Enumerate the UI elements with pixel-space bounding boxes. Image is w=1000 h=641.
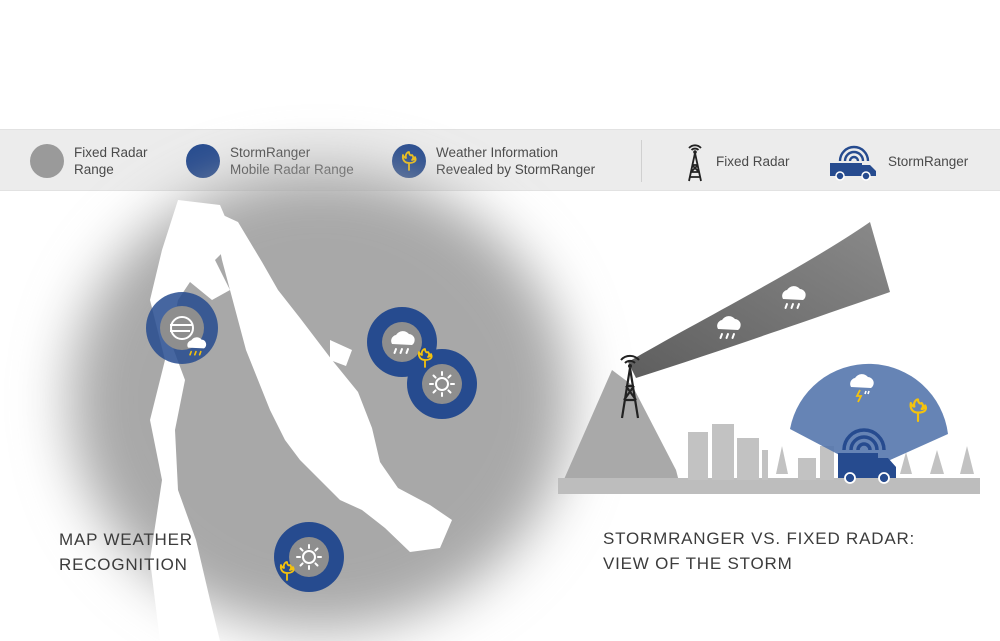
fixed-radar-range-icon xyxy=(30,144,64,178)
comparison-panel xyxy=(558,222,980,494)
wind-icon xyxy=(170,316,194,340)
legend-fixed-radar-label: Fixed Radar xyxy=(716,153,790,169)
legend-revealed-info: Weather Information Revealed by StormRan… xyxy=(392,130,595,192)
map-panel xyxy=(70,170,570,641)
fixed-radar-range-south xyxy=(289,537,329,577)
fixed-radar-range-ne-2 xyxy=(422,364,462,404)
legend-divider xyxy=(641,140,642,182)
stormranger-truck-icon xyxy=(830,145,876,181)
cloud-rain-icon-west xyxy=(187,337,207,356)
legend-revealed-info-label: Weather Information Revealed by StormRan… xyxy=(436,145,596,177)
fixed-radar-tower-icon xyxy=(688,144,702,182)
legend-stormranger: StormRanger xyxy=(828,130,968,192)
legend-fixed-radar: Fixed Radar xyxy=(684,130,790,192)
weather-revealed-icon xyxy=(392,144,426,178)
map-panel-title: MAP WEATHER RECOGNITION xyxy=(59,530,193,574)
trees xyxy=(776,446,974,474)
city-skyline xyxy=(688,424,834,480)
legend-fixed-radar-range-label: Fixed Radar Range xyxy=(74,145,148,177)
stormranger-coverage-dome xyxy=(790,363,948,470)
mountain xyxy=(558,370,682,493)
ground xyxy=(558,478,980,494)
stormranger-truck xyxy=(838,428,896,484)
map-island xyxy=(212,210,452,552)
fixed-radar-beam xyxy=(628,222,890,378)
mobile-radar-range-icon xyxy=(186,144,220,178)
legend-stormranger-label: StormRanger xyxy=(888,153,969,169)
fixed-radar-tower xyxy=(620,354,640,419)
thunderstorm-icon xyxy=(850,374,874,403)
map-island-inlet xyxy=(290,340,352,392)
legend-bar: Fixed Radar Range StormRanger Mobile Rad… xyxy=(0,129,1000,191)
legend-fixed-radar-range: Fixed Radar Range xyxy=(30,130,148,192)
comparison-panel-title: STORMRANGER VS. FIXED RADAR: VIEW OF THE… xyxy=(603,529,916,573)
legend-mobile-radar-range: StormRanger Mobile Radar Range xyxy=(186,130,354,192)
